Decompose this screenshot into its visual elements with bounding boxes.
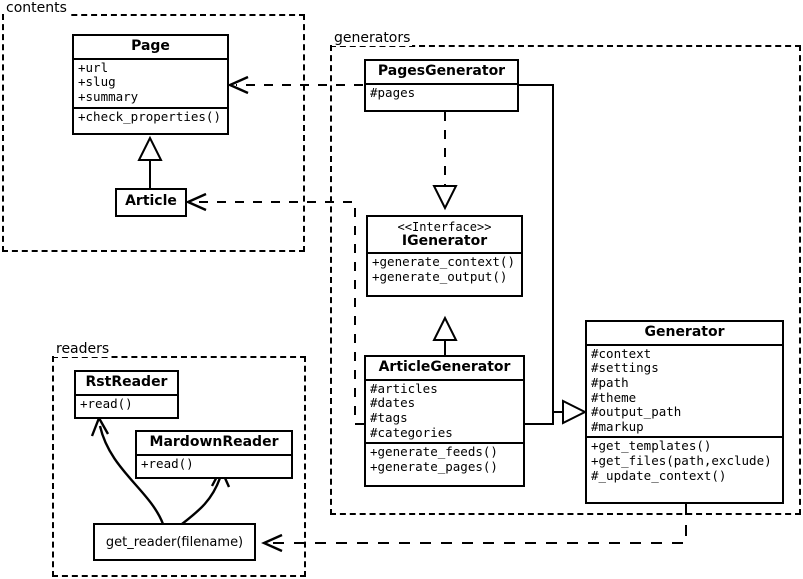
class-rstreader-name: RstReader <box>85 374 168 390</box>
class-page-name: Page <box>131 38 170 54</box>
class-page-attributes: +url +slug +summary <box>74 57 227 107</box>
attribute: +summary <box>78 88 139 104</box>
class-igenerator-name: IGenerator <box>401 232 488 249</box>
attribute: #pages <box>370 84 416 100</box>
class-articlegenerator-attributes: #articles #dates #tags #categories <box>366 378 523 443</box>
attribute: #articles <box>370 380 438 396</box>
class-mardownreader-operations: +read() <box>137 453 291 474</box>
attribute: #tags <box>370 409 408 425</box>
attribute: #dates <box>370 395 416 411</box>
class-pagesgenerator-attributes: #pages <box>366 82 517 103</box>
class-box-page[interactable]: Page +url +slug +summary +check_properti… <box>72 34 229 135</box>
operation: +get_files(path,exclude) <box>591 453 772 469</box>
operation: +generate_output() <box>372 268 508 284</box>
package-contents <box>2 14 305 252</box>
package-readers-label: readers <box>54 341 112 357</box>
class-box-articlegenerator[interactable]: ArticleGenerator #articles #dates #tags … <box>364 355 525 487</box>
class-generator-name: Generator <box>644 324 725 340</box>
function-get-reader-label: get_reader(filename) <box>105 534 244 550</box>
class-page-operations: +check_properties() <box>74 106 227 127</box>
attribute: #settings <box>591 360 659 376</box>
class-articlegenerator-name: ArticleGenerator <box>378 359 511 375</box>
class-igenerator-operations: +generate_context() +generate_output() <box>368 252 521 286</box>
attribute: #path <box>591 374 629 390</box>
class-article-name: Article <box>125 193 177 209</box>
class-igenerator-name-block: <<Interface>> IGenerator <box>368 217 521 252</box>
operation: +generate_feeds() <box>370 444 498 460</box>
attribute: +slug <box>78 74 116 90</box>
attribute: +url <box>78 59 109 75</box>
operation: #_update_context() <box>591 467 727 483</box>
class-generator-attributes: #context #settings #path #theme #output_… <box>587 343 782 437</box>
class-box-generator[interactable]: Generator #context #settings #path #them… <box>585 320 784 504</box>
package-generators-label: generators <box>332 30 413 46</box>
class-pagesgenerator-name: PagesGenerator <box>377 63 506 79</box>
class-rstreader-operations: +read() <box>76 393 177 414</box>
operation: +get_templates() <box>591 438 712 454</box>
operation: +generate_pages() <box>370 458 498 474</box>
class-mardownreader-name: MardownReader <box>149 434 279 450</box>
class-box-article[interactable]: Article <box>115 188 187 217</box>
operation: +check_properties() <box>78 108 221 124</box>
operation: +read() <box>80 395 133 411</box>
attribute: #markup <box>591 418 644 434</box>
package-generators <box>330 45 801 515</box>
class-igenerator-stereotype: <<Interface>> <box>397 220 492 234</box>
operation: +generate_context() <box>372 254 515 270</box>
package-contents-label: contents <box>4 0 69 16</box>
attribute: #theme <box>591 389 637 405</box>
attribute: #output_path <box>591 404 682 420</box>
class-generator-operations: +get_templates() +get_files(path,exclude… <box>587 436 782 485</box>
package-readers <box>52 356 306 577</box>
class-box-pagesgenerator[interactable]: PagesGenerator #pages <box>364 59 519 112</box>
attribute: #categories <box>370 424 453 440</box>
operation: +read() <box>141 455 194 471</box>
class-box-igenerator[interactable]: <<Interface>> IGenerator +generate_conte… <box>366 215 523 297</box>
class-box-rstreader[interactable]: RstReader +read() <box>74 370 179 419</box>
function-box-get-reader[interactable]: get_reader(filename) <box>93 523 256 561</box>
attribute: #context <box>591 345 652 361</box>
class-articlegenerator-operations: +generate_feeds() +generate_pages() <box>366 442 523 476</box>
class-box-mardownreader[interactable]: MardownReader +read() <box>135 430 293 479</box>
